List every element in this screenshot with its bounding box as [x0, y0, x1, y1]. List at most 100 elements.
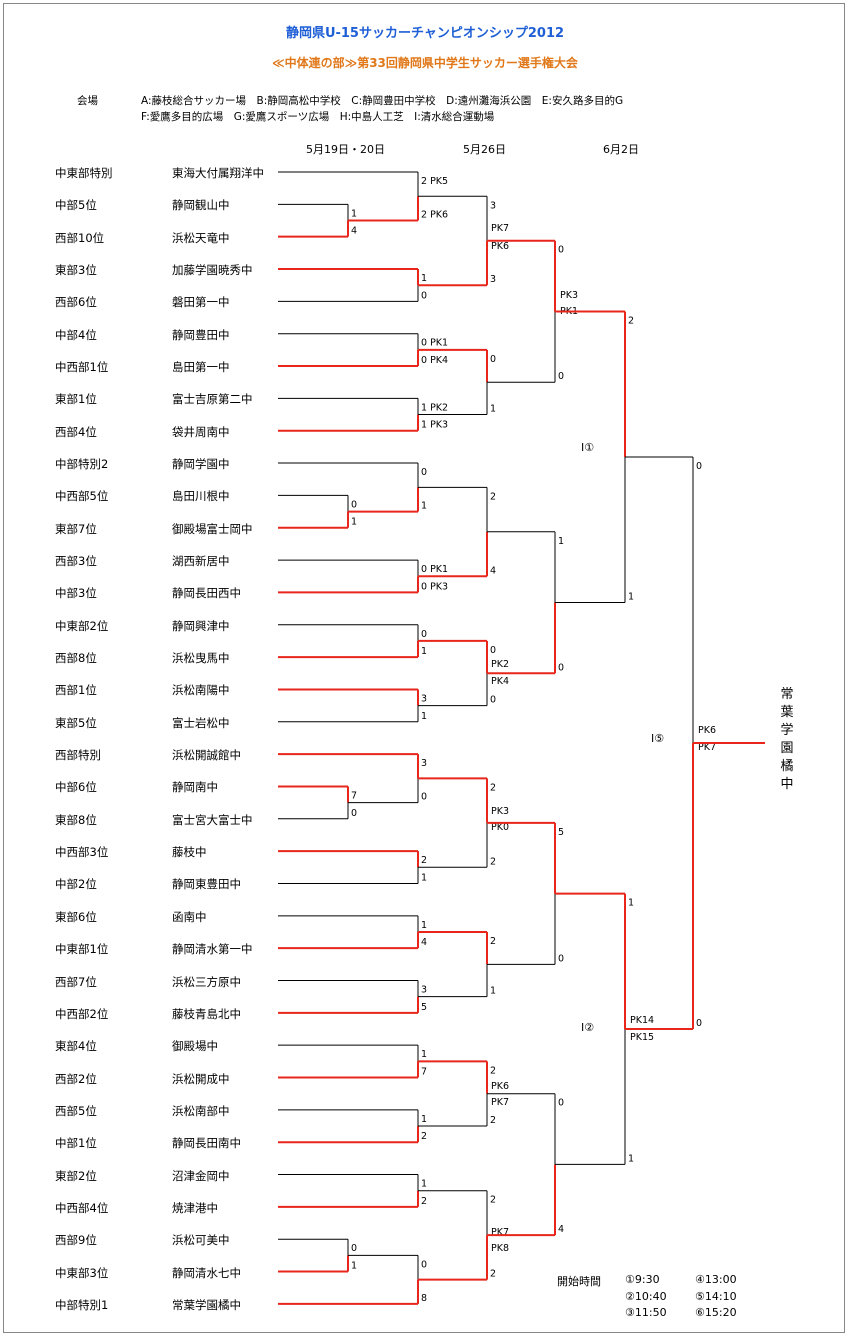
team-seed: 西部3位 [55, 554, 97, 569]
match-score: 5 [558, 827, 564, 838]
team-school: 浜松開成中 [172, 1071, 230, 1086]
match-score: 8 [421, 1293, 427, 1304]
team-school: 浜松可美中 [172, 1233, 230, 1248]
date-round2: 5月26日 [463, 143, 506, 156]
match-score: 1 [628, 898, 634, 909]
team-seed: 西部5位 [55, 1103, 97, 1118]
match-score: 0 [696, 461, 702, 472]
team-school: 富士岩松中 [172, 715, 230, 730]
match-score: PK3 [560, 290, 578, 301]
team-seed: 西部8位 [55, 651, 97, 666]
team-seed: 西部1位 [55, 683, 97, 698]
team-school: 加藤学園暁秀中 [172, 263, 253, 278]
team-seed: 中東部特別 [55, 166, 113, 180]
team-school: 焼津港中 [172, 1200, 218, 1215]
match-score: 1 [490, 986, 496, 997]
match-score: 1 [421, 872, 427, 883]
schedule-time-6: ⑥15:20 [695, 1306, 737, 1319]
match-score: 1 [351, 208, 357, 219]
team-school: 浜松南部中 [172, 1103, 230, 1118]
team-school: 富士吉原第二中 [172, 392, 253, 407]
champion-char: 葉 [780, 705, 794, 720]
team-seed: 中部1位 [55, 1136, 97, 1151]
match-score: 1 [351, 517, 357, 528]
venue-list-row2: F:愛鷹多目的広場 G:愛鷹スポーツ広場 H:中島人工芝 I:清水総合運動場 [141, 111, 495, 123]
team-seed: 東部7位 [55, 521, 97, 536]
match-score: 0 [558, 662, 564, 673]
match-score: 1 [421, 1049, 427, 1060]
match-score: 1 [421, 711, 427, 722]
team-school: 御殿場中 [172, 1039, 218, 1054]
match-score: 0 [351, 808, 357, 819]
page-title: 静岡県U-15サッカーチャンピオンシップ2012 [285, 26, 565, 41]
match-score: 0 [558, 953, 564, 964]
match-score: 3 [490, 274, 496, 285]
match-score: 0 PK1 [421, 564, 448, 575]
team-seed: 西部6位 [55, 295, 97, 310]
team-school: 湖西新居中 [172, 554, 230, 569]
match-score: 2 [490, 1195, 496, 1206]
team-school: 藤枝中 [172, 845, 207, 860]
match-score: 0 [421, 1259, 427, 1270]
team-school: 東海大付属翔洋中 [172, 166, 264, 180]
team-seed: 中西部3位 [55, 845, 109, 860]
team-school: 磐田第一中 [172, 295, 230, 310]
match-score: 2 [490, 782, 496, 793]
team-seed: 西部4位 [55, 424, 97, 439]
team-seed: 東部5位 [55, 715, 97, 730]
match-score: 0 [558, 1098, 564, 1109]
match-score: 3 [490, 200, 496, 211]
team-seed: 西部10位 [55, 230, 105, 245]
venue-list-row1: A:藤枝総合サッカー場 B:静岡高松中学校 C:静岡豊田中学校 D:遠州灘海浜公… [141, 95, 624, 107]
match-score: 2 [421, 1131, 427, 1142]
semifinal-1-venue: I① [581, 441, 594, 454]
team-seed: 中部特別2 [55, 457, 109, 472]
match-score: PK3 [491, 806, 509, 817]
team-school: 藤枝青島北中 [172, 1006, 241, 1021]
match-score: 2 [421, 855, 427, 866]
match-score: 0 [421, 629, 427, 640]
team-school: 静岡興津中 [172, 618, 230, 633]
team-school: 静岡長田西中 [172, 586, 241, 601]
match-score: 2 [490, 1065, 496, 1076]
team-seed: 東部2位 [55, 1168, 97, 1183]
team-seed: 東部6位 [55, 909, 97, 924]
team-school: 浜松開誠館中 [172, 748, 241, 763]
team-seed: 中西部2位 [55, 1006, 109, 1021]
team-seed: 西部特別 [55, 748, 101, 763]
team-seed: 中東部3位 [55, 1265, 109, 1280]
match-score: 1 [421, 646, 427, 657]
match-score: 1 [490, 404, 496, 415]
team-school: 常葉学園橘中 [172, 1297, 241, 1312]
team-school: 浜松三方原中 [172, 974, 241, 989]
team-school: 静岡東豊田中 [172, 877, 241, 892]
schedule-label: 開始時間 [557, 1275, 601, 1288]
match-score: 4 [421, 937, 427, 948]
final-venue: I⑤ [651, 732, 664, 745]
match-score: PK7 [698, 742, 716, 753]
team-school: 静岡豊田中 [172, 327, 230, 342]
match-score: 1 [421, 1114, 427, 1125]
schedule-time-4: ④13:00 [695, 1273, 737, 1286]
match-score: 0 [558, 371, 564, 382]
team-seed: 東部3位 [55, 263, 97, 278]
team-seed: 中東部1位 [55, 942, 109, 957]
match-score: 0 [696, 1018, 702, 1029]
match-score: 2 [421, 1196, 427, 1207]
match-score: 3 [421, 985, 427, 996]
match-score: 0 [351, 1243, 357, 1254]
team-seed: 中部5位 [55, 198, 97, 213]
team-seed: 中西部4位 [55, 1200, 109, 1215]
match-score: 2 [628, 315, 634, 326]
team-seed: 西部2位 [55, 1071, 97, 1086]
match-score: 0 [421, 467, 427, 478]
match-score: PK4 [491, 676, 509, 687]
team-school: 島田川根中 [172, 489, 230, 504]
team-seed: 中部6位 [55, 780, 97, 795]
match-score: 1 [351, 1261, 357, 1272]
match-score: 0 PK3 [421, 581, 448, 592]
date-round1: 5月19日・20日 [306, 143, 385, 156]
match-score: 1 PK3 [421, 420, 448, 431]
schedule-time-5: ⑤14:10 [695, 1290, 737, 1303]
